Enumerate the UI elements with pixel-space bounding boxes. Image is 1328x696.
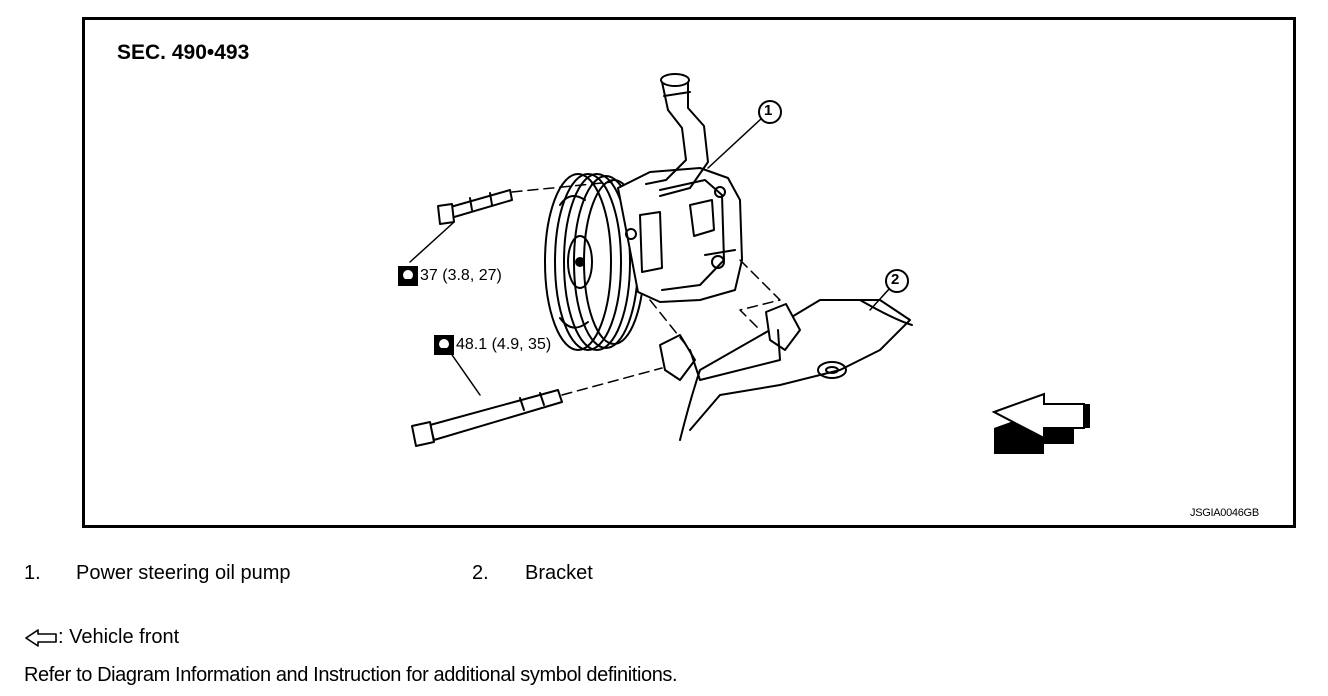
- callout-1: [758, 100, 782, 124]
- legend-label-2: Bracket: [525, 562, 593, 584]
- torque-spec-upper: 37 (3.8, 27): [398, 266, 502, 286]
- callout-1-label: 1: [764, 102, 773, 119]
- pump-body: [617, 167, 743, 303]
- torque-spec-lower: 48.1 (4.9, 35): [434, 335, 551, 355]
- torque-value-lower: 48.1 (4.9, 35): [456, 336, 552, 353]
- symbol-note: Refer to Diagram Information and Instruc…: [24, 664, 678, 686]
- vehicle-front-arrow-icon: [991, 392, 1090, 454]
- bracket: [659, 299, 913, 441]
- legend-num-1: 1.: [24, 562, 41, 584]
- inlet-pipe: [645, 73, 709, 197]
- upper-bolt: [437, 189, 513, 225]
- legend-label-1: Power steering oil pump: [76, 562, 291, 584]
- pulley: [544, 173, 645, 351]
- lower-bolt: [411, 389, 563, 447]
- vehicle-front-legend: : Vehicle front: [24, 626, 179, 649]
- torque-wrench-icon: [398, 266, 418, 286]
- callout-2-label: 2: [891, 271, 900, 288]
- torque-wrench-icon: [434, 335, 454, 355]
- torque-value-upper: 37 (3.8, 27): [420, 267, 502, 284]
- diagram-frame: [82, 17, 1296, 528]
- figure-id: JSGIA0046GB: [1190, 507, 1259, 519]
- section-label: SEC. 490•493: [117, 41, 250, 64]
- vehicle-front-text: : Vehicle front: [58, 626, 180, 648]
- callout-2: [885, 269, 909, 293]
- hollow-left-arrow-icon: [25, 628, 57, 647]
- dashed-guides: [511, 181, 781, 396]
- legend-num-2: 2.: [472, 562, 489, 584]
